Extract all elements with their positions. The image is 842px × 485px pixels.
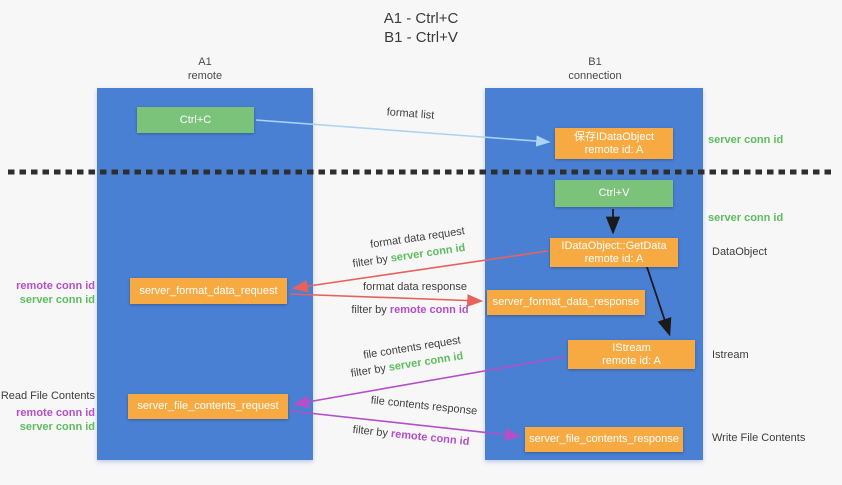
node-ctrl-c: Ctrl+C xyxy=(137,107,254,133)
node-server-format-data-response: server_format_data_response xyxy=(487,290,645,315)
title-line-1: A1 - Ctrl+C xyxy=(383,10,459,27)
filter-by-value-remote: remote conn id xyxy=(389,304,469,316)
annotation-remote-conn-id-2: remote conn id xyxy=(16,407,95,419)
annotation-write-file-contents: Write File Contents xyxy=(712,432,806,444)
annotation-remote-conn-id-1: remote conn id xyxy=(16,280,95,292)
annotation-dataobject: DataObject xyxy=(712,246,768,258)
node-save-dataobject: 保存IDataObject remote id: A xyxy=(555,128,673,159)
node-ctrl-v: Ctrl+V xyxy=(555,180,673,207)
node-server-file-contents-request-label: server_file_contents_request xyxy=(137,400,279,412)
arrow-format-list xyxy=(255,119,551,147)
arrow-file-contents-response xyxy=(289,410,522,441)
node-server-format-data-request: server_format_data_request xyxy=(130,278,287,304)
annotation-server-conn-id-left-2: server conn id xyxy=(19,421,95,433)
annotation-read-file-contents: Read File Contents xyxy=(0,390,95,402)
node-server-file-contents-response-label: server_file_contents_response xyxy=(529,433,679,445)
arrow-format-data-response xyxy=(289,293,484,307)
node-server-file-contents-response: server_file_contents_response xyxy=(525,427,683,452)
node-ctrl-v-label: Ctrl+V xyxy=(598,187,630,199)
annotation-server-conn-id-mid: server conn id xyxy=(708,212,784,224)
node-save-dataobject-line2: remote id: A xyxy=(584,143,644,156)
arrow-format-data-request xyxy=(291,250,549,293)
lifeline-a1-role: remote xyxy=(187,70,223,82)
lifeline-header-a1: A1 remote xyxy=(97,55,313,83)
annotation-server-conn-id-left-1: server conn id xyxy=(19,294,95,306)
node-server-format-data-response-label: server_format_data_response xyxy=(492,296,640,308)
lifeline-b1-name: B1 xyxy=(588,56,602,68)
lifeline-b1-role: connection xyxy=(568,70,622,82)
node-istream-line2: remote id: A xyxy=(602,354,661,367)
filter-by-prefix: filter by xyxy=(351,304,387,316)
node-idataobject-getdata: IDataObject::GetData remote id: A xyxy=(550,238,678,267)
arrow-file-contents-request xyxy=(292,356,565,409)
node-server-format-data-request-label: server_format_data_request xyxy=(139,284,278,297)
arrow-getdata-to-istream xyxy=(646,266,672,337)
node-idataobject-getdata-line1: IDataObject::GetData xyxy=(561,239,667,252)
lifeline-a1-name: A1 xyxy=(198,56,212,68)
annotation-istream: Istream xyxy=(712,349,749,361)
title-line-2: B1 - Ctrl+V xyxy=(384,29,458,46)
node-idataobject-getdata-line2: remote id: A xyxy=(584,252,644,265)
node-istream-line1: IStream xyxy=(612,341,651,354)
label-format-data-response: format data response xyxy=(363,281,467,293)
diagram-title: A1 - Ctrl+C B1 - Ctrl+V xyxy=(0,9,842,47)
node-ctrl-c-label: Ctrl+C xyxy=(179,113,212,126)
node-server-file-contents-request: server_file_contents_request xyxy=(128,394,288,419)
lifeline-header-b1: B1 connection xyxy=(486,55,704,83)
annotation-server-conn-id-top: server conn id xyxy=(708,134,784,146)
node-istream: IStream remote id: A xyxy=(568,340,695,369)
node-save-dataobject-line1: 保存IDataObject xyxy=(573,130,655,143)
